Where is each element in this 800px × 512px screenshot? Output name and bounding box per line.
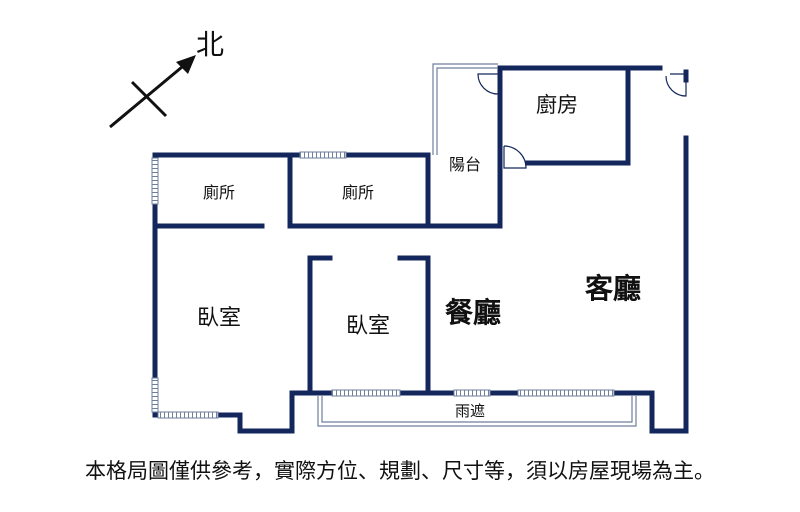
disclaimer-text: 本格局圖僅供參考，實際方位、規劃、尺寸等，須以房屋現場為主。 <box>85 459 715 483</box>
room-label-living: 客廳 <box>585 272 641 305</box>
room-label-dining: 餐廳 <box>445 296 501 329</box>
room-label-bedroom-1: 臥室 <box>197 306 241 331</box>
compass-north-label: 北 <box>196 28 224 61</box>
room-label-toilet-1: 廁所 <box>203 183 235 202</box>
compass: 北 <box>109 28 224 129</box>
canopy-outline <box>317 396 637 427</box>
door-kitchen <box>503 145 527 169</box>
room-label-bedroom-2: 臥室 <box>346 314 390 339</box>
window-top-toilet <box>299 151 347 159</box>
room-label-toilet-2: 廁所 <box>342 183 374 202</box>
room-label-canopy: 雨遮 <box>455 402 485 420</box>
wall-kitchen-right <box>525 65 631 166</box>
window-left-bottom <box>151 377 159 413</box>
doors <box>477 73 687 169</box>
room-label-kitchen: 廚房 <box>536 93 578 117</box>
windows <box>151 151 615 419</box>
window-bottom-left <box>157 411 219 419</box>
walls <box>152 65 689 434</box>
compass-arrow-shaft <box>109 60 189 129</box>
balcony-rail <box>432 63 498 155</box>
door-balcony-top <box>477 73 499 95</box>
window-bottom-living <box>517 389 615 397</box>
door-entrance <box>665 73 687 97</box>
window-left-top <box>151 157 159 205</box>
wall-bottom-left <box>152 390 321 434</box>
window-bottom-bedroom <box>331 389 401 397</box>
room-labels: 廁所 廁所 陽台 廚房 臥室 臥室 餐廳 客廳 雨遮 <box>197 93 641 420</box>
window-bottom-dining <box>453 389 491 397</box>
wall-bottom-right <box>637 135 689 434</box>
compass-arrow-head <box>176 55 196 74</box>
compass-cross <box>130 80 168 118</box>
room-label-balcony: 陽台 <box>449 155 481 174</box>
